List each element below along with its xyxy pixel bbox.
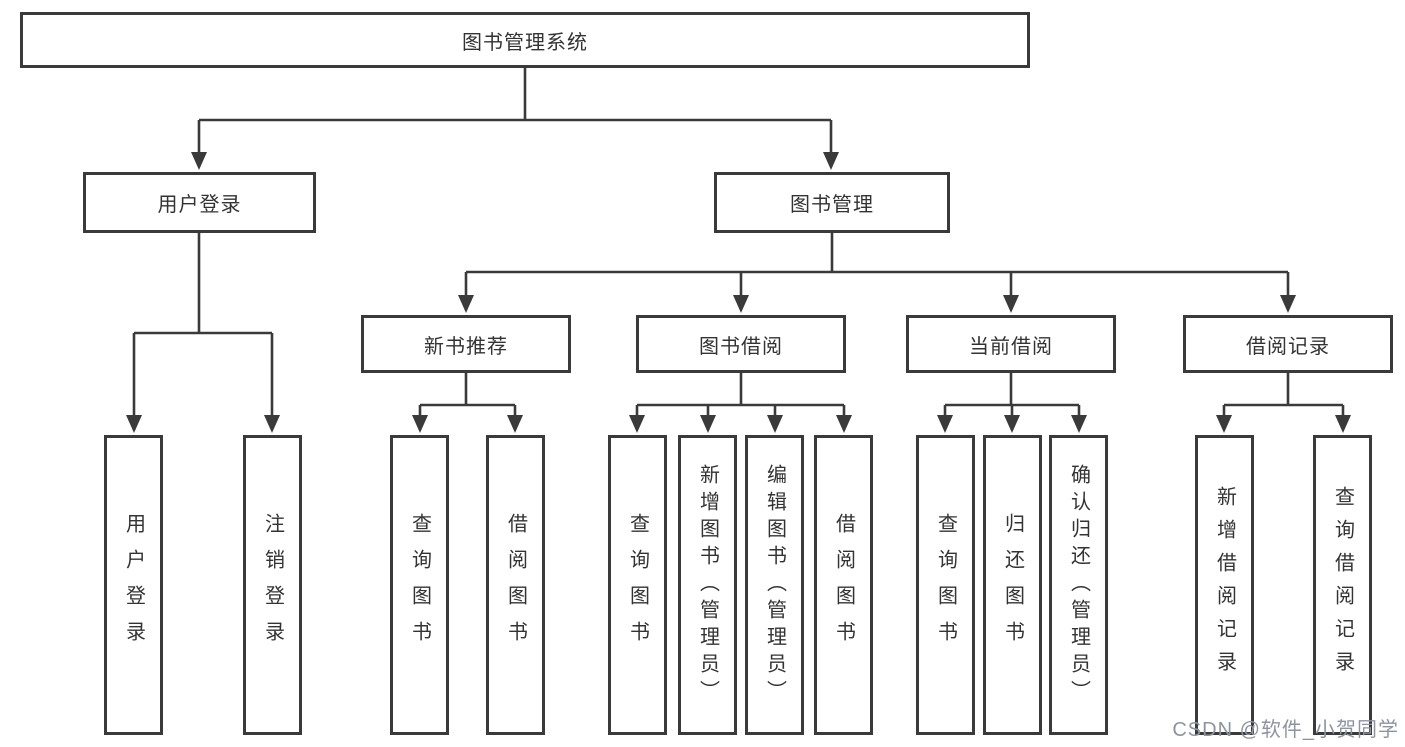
leaf-add-borrow-record-label: 新增借阅记录 xyxy=(1213,486,1236,684)
leaf-query-books-borrow-label: 查询图书 xyxy=(626,513,649,657)
node-borrowing-records: 借阅记录 xyxy=(1183,315,1393,373)
leaf-add-borrow-record: 新增借阅记录 xyxy=(1195,435,1254,735)
leaf-query-books-current: 查询图书 xyxy=(916,435,975,735)
leaf-query-books-current-label: 查询图书 xyxy=(934,513,957,657)
node-new-book-recommendation-label: 新书推荐 xyxy=(424,335,508,358)
leaf-query-books-borrow: 查询图书 xyxy=(608,435,667,735)
node-user-login: 用户登录 xyxy=(83,172,316,233)
leaf-edit-books-admin-label: 编辑图书（管理员） xyxy=(763,463,786,707)
leaf-add-books-admin-label: 新增图书（管理员） xyxy=(696,463,719,707)
leaf-edit-books-admin: 编辑图书（管理员） xyxy=(745,435,804,735)
node-root-label: 图书管理系统 xyxy=(462,31,588,54)
node-new-book-recommendation: 新书推荐 xyxy=(361,315,571,373)
node-current-borrowing: 当前借阅 xyxy=(906,315,1116,373)
node-user-login-label: 用户登录 xyxy=(157,194,242,216)
leaf-user-login: 用户登录 xyxy=(104,435,163,735)
node-book-borrowing-label: 图书借阅 xyxy=(699,335,783,358)
leaf-query-borrow-record-label: 查询借阅记录 xyxy=(1331,486,1354,684)
leaf-borrow-books-label: 借阅图书 xyxy=(832,513,855,657)
node-current-borrowing-label: 当前借阅 xyxy=(969,335,1053,358)
node-root-library-system: 图书管理系统 xyxy=(20,12,1030,68)
node-book-borrowing: 图书借阅 xyxy=(636,315,846,373)
node-book-management: 图书管理 xyxy=(714,172,950,233)
leaf-logout: 注销登录 xyxy=(243,435,302,735)
leaf-query-borrow-record: 查询借阅记录 xyxy=(1313,435,1372,735)
leaf-confirm-return-admin: 确认归还（管理员） xyxy=(1049,435,1108,735)
leaf-user-login-label: 用户登录 xyxy=(122,513,145,657)
leaf-confirm-return-admin-label: 确认归还（管理员） xyxy=(1067,463,1090,707)
leaf-add-books-admin: 新增图书（管理员） xyxy=(678,435,737,735)
leaf-borrow-books-newbook-label: 借阅图书 xyxy=(504,513,527,657)
node-book-management-label: 图书管理 xyxy=(790,194,874,216)
leaf-query-books-newbook-label: 查询图书 xyxy=(408,513,431,657)
node-borrowing-records-label: 借阅记录 xyxy=(1246,335,1330,358)
leaf-query-books-newbook: 查询图书 xyxy=(390,435,449,735)
leaf-return-books-label: 归还图书 xyxy=(1001,513,1024,657)
csdn-watermark: CSDN @软件_小贺同学 xyxy=(1172,719,1399,741)
leaf-return-books: 归还图书 xyxy=(983,435,1042,735)
leaf-logout-label: 注销登录 xyxy=(261,513,284,657)
leaf-borrow-books: 借阅图书 xyxy=(814,435,873,735)
leaf-borrow-books-newbook: 借阅图书 xyxy=(486,435,545,735)
